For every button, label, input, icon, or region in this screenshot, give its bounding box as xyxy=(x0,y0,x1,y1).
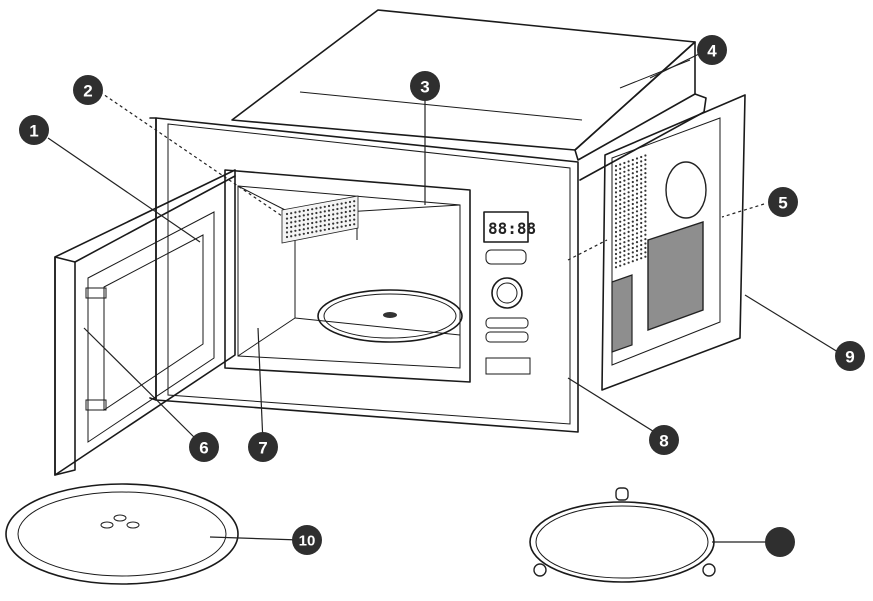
callout-9-label: 9 xyxy=(845,348,854,367)
callout-8-label: 8 xyxy=(659,432,668,451)
microwave-cabinet xyxy=(231,9,707,181)
waveguide-grille xyxy=(281,195,359,244)
callout-7: 7 xyxy=(248,432,278,462)
callout-5-label: 5 xyxy=(778,194,787,213)
back-cover-panel xyxy=(601,94,746,391)
oven-cavity xyxy=(224,169,471,383)
callout-10-label: 10 xyxy=(299,533,316,550)
callout-9: 9 xyxy=(835,341,865,371)
callout-6: 6 xyxy=(189,432,219,462)
display-readout: 88:88 xyxy=(488,219,536,238)
callout-2: 2 xyxy=(73,75,103,105)
callout-4: 4 xyxy=(697,35,727,65)
callout-2-label: 2 xyxy=(83,82,92,101)
callout-3: 3 xyxy=(410,71,440,101)
glass-tray xyxy=(5,483,239,585)
callout-4-label: 4 xyxy=(707,42,717,61)
callout-7-label: 7 xyxy=(258,439,267,458)
leader-lines xyxy=(47,51,839,543)
callout-3-label: 3 xyxy=(420,78,429,97)
roller-ring xyxy=(529,487,716,583)
callout-5: 5 xyxy=(768,187,798,217)
turntable-inside xyxy=(317,289,463,343)
control-panel: 88:88 xyxy=(483,211,536,375)
callout-10: 10 xyxy=(292,525,322,555)
callout-6-label: 6 xyxy=(199,439,208,458)
callout-8: 8 xyxy=(649,425,679,455)
control-display: 88:88 xyxy=(488,219,536,238)
callout-11-blank xyxy=(765,527,795,557)
callout-1: 1 xyxy=(19,115,49,145)
door xyxy=(54,169,236,476)
callout-1-label: 1 xyxy=(29,122,38,141)
